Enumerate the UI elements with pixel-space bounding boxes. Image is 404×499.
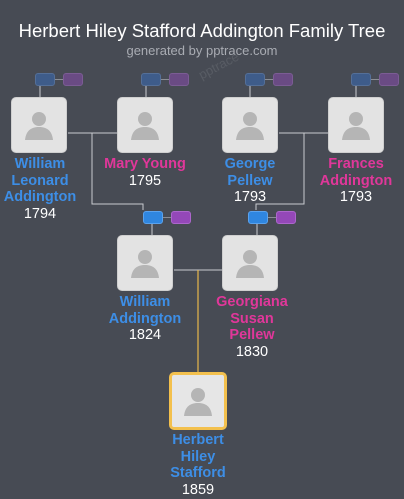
descent-line-2 [255,133,305,210]
male-badge[interactable] [351,73,371,86]
male-badge[interactable] [143,211,163,224]
person-name[interactable]: George Pellew [224,156,276,189]
male-badge[interactable] [245,73,265,86]
female-badge[interactable] [379,73,399,86]
person-card-george-pellew[interactable] [222,97,278,153]
person-card-william-addington[interactable] [117,235,173,291]
person-card-georgiana-pellew[interactable] [222,235,278,291]
male-badge[interactable] [248,211,268,224]
person-name[interactable]: Georgiana Susan Pellew [216,294,288,343]
male-badge[interactable] [141,73,161,86]
person-placeholder-icon [184,388,212,416]
person-year: 1793 [339,189,373,205]
person-year: 1795 [128,173,162,189]
person-name[interactable]: Frances Addington [319,156,393,189]
person-placeholder-icon [236,250,264,278]
person-name[interactable]: Herbert Hiley Stafford [170,432,226,481]
female-badge[interactable] [169,73,189,86]
person-year: 1830 [235,344,269,360]
person-placeholder-icon [25,112,53,140]
family-badges[interactable] [35,73,83,87]
person-card-mary-young[interactable] [117,97,173,153]
person-placeholder-icon [131,250,159,278]
person-year: 1794 [23,206,57,222]
female-badge[interactable] [63,73,83,86]
person-placeholder-icon [131,112,159,140]
family-badges[interactable] [248,211,296,225]
family-badges[interactable] [245,73,293,87]
family-badges[interactable] [143,211,191,225]
person-card-frances-addington[interactable] [328,97,384,153]
female-badge[interactable] [273,73,293,86]
person-name[interactable]: William Leonard Addington [3,156,77,205]
person-name[interactable]: Mary Young [104,156,186,172]
person-name[interactable]: William Addington [108,294,182,327]
person-year: 1859 [181,482,215,498]
female-badge[interactable] [171,211,191,224]
family-badges[interactable] [351,73,399,87]
page-subtitle: generated by pptrace.com [126,43,278,58]
male-badge[interactable] [35,73,55,86]
person-placeholder-icon [342,112,370,140]
person-placeholder-icon [236,112,264,140]
person-card-william-leonard[interactable] [11,97,67,153]
page-title: Herbert Hiley Stafford Addington Family … [18,20,386,41]
family-badges[interactable] [141,73,189,87]
person-year: 1793 [233,189,267,205]
person-year: 1824 [128,327,162,343]
descent-line-1 [91,133,144,210]
person-card-herbert-hiley[interactable] [169,372,227,430]
female-badge[interactable] [276,211,296,224]
